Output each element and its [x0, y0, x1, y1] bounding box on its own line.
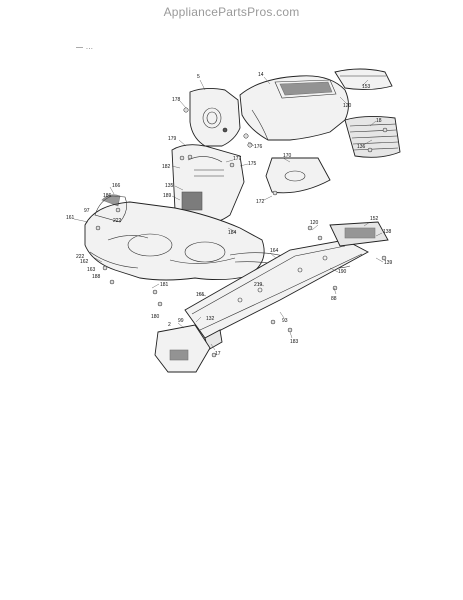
- callout-180: 180: [151, 314, 160, 320]
- callout-97: 97: [84, 208, 90, 214]
- callout-2: 2: [168, 322, 171, 328]
- callout-93: 93: [282, 318, 288, 324]
- callout-153: 153: [362, 84, 371, 90]
- callout-120b: 120: [310, 220, 319, 226]
- callout-5: 5: [197, 74, 200, 80]
- callout-152: 152: [370, 216, 379, 222]
- front-bumper-part: [154, 324, 211, 373]
- callout-170: 170: [283, 153, 292, 159]
- callout-181: 181: [160, 282, 169, 288]
- callout-162: 162: [80, 259, 89, 265]
- dash-panel-part: [189, 87, 241, 147]
- callout-176: 176: [254, 144, 263, 150]
- dash-tower-part: [171, 144, 245, 225]
- callout-17: 17: [215, 351, 221, 357]
- callout-177: 177: [233, 156, 242, 162]
- callout-184: 184: [228, 230, 237, 236]
- callout-175: 175: [248, 161, 257, 167]
- rear-bracket-part: [329, 221, 389, 247]
- callout-138: 138: [383, 229, 392, 235]
- callout-186: 186: [103, 193, 112, 199]
- chassis-frame-part: [184, 239, 369, 351]
- callout-120a: 120: [343, 103, 352, 109]
- hardware-fasteners: [95, 107, 388, 358]
- callout-139: 139: [384, 260, 393, 266]
- callout-163: 163: [87, 267, 96, 273]
- callout-222b: 222: [76, 254, 85, 260]
- callout-188: 188: [92, 274, 101, 280]
- battery-panel-part: [265, 157, 331, 194]
- leader-lines: [73, 76, 384, 351]
- callout-183: 183: [290, 339, 299, 345]
- callout-172: 172: [256, 199, 265, 205]
- watermark-text: AppliancePartsPros.com: [163, 5, 300, 19]
- callout-132: 132: [206, 316, 215, 322]
- callout-166: 166: [112, 183, 121, 189]
- callout-99: 99: [178, 318, 184, 324]
- callout-18: 18: [376, 118, 382, 124]
- callout-165: 165: [196, 292, 205, 298]
- grille-lower-part: [344, 115, 401, 158]
- callout-179: 179: [168, 136, 177, 142]
- callout-190: 190: [338, 269, 347, 275]
- page-header-marks: — ...: [76, 44, 94, 51]
- callout-14: 14: [258, 72, 264, 78]
- callout-219: 219: [254, 282, 263, 288]
- callout-189: 189: [163, 193, 172, 199]
- fender-pan-part: [84, 194, 265, 281]
- callout-labels: 178 5 14 153 120 18 136 179 176 177 175 …: [66, 72, 393, 357]
- callout-88: 88: [331, 296, 337, 302]
- callout-136: 136: [357, 144, 366, 150]
- callout-161: 161: [66, 215, 75, 221]
- callout-135: 135: [165, 183, 174, 189]
- callout-222a: 222: [113, 218, 122, 224]
- callout-164: 164: [270, 248, 279, 254]
- callout-178a: 178: [172, 97, 181, 103]
- hood-part: [239, 75, 349, 141]
- callout-182: 182: [162, 164, 171, 170]
- grille-top-part: [334, 68, 393, 91]
